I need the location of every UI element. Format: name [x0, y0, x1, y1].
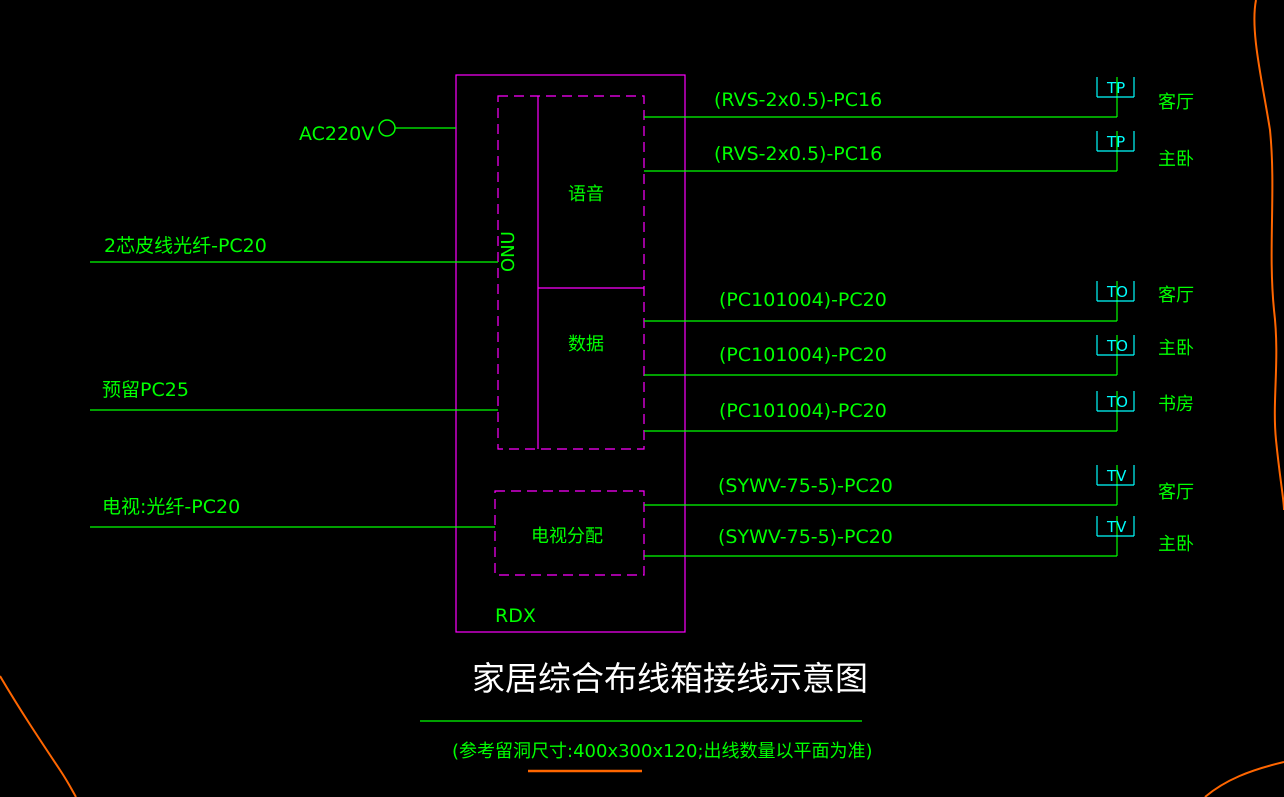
output-cable-label: (SYWV-75-5)-PC20 [718, 475, 893, 497]
boundary-curve-left [0, 675, 77, 797]
reserve-input-label: 预留PC25 [102, 379, 189, 401]
fiber-input-label: 2芯皮线光纤-PC20 [104, 235, 267, 257]
voice-module-label: 语音 [568, 184, 604, 205]
tv-input-label: 电视:光纤-PC20 [102, 496, 240, 518]
power-terminal-circle [378, 119, 396, 137]
terminal-label: TV [1106, 518, 1127, 536]
diagram-title: 家居综合布线箱接线示意图 [472, 659, 868, 698]
output-cable-label: (PC101004)-PC20 [719, 400, 887, 422]
output-room-label: 客厅 [1158, 482, 1194, 503]
output-room-label: 书房 [1158, 394, 1194, 415]
output-room-label: 主卧 [1158, 534, 1194, 555]
rdx-label: RDX [495, 605, 536, 627]
tv-distribution-box [494, 490, 645, 576]
rdx-box [455, 74, 686, 633]
boundary-curve-bottom-right [1204, 761, 1284, 797]
terminal-label: TV [1106, 467, 1127, 485]
onu-label: ONU [498, 231, 519, 272]
diagram-note: (参考留洞尺寸:400x300x120;出线数量以平面为准) [452, 741, 873, 762]
data-module-label: 数据 [568, 334, 604, 355]
output-cable-label: (RVS-2x0.5)-PC16 [714, 143, 882, 165]
power-input-label: AC220V [299, 123, 374, 145]
output-room-label: 主卧 [1158, 149, 1194, 170]
output-room-label: 客厅 [1158, 92, 1194, 113]
output-lines: (RVS-2x0.5)-PC16TP客厅(RVS-2x0.5)-PC16TP主卧… [644, 77, 1194, 557]
output-cable-label: (PC101004)-PC20 [719, 289, 887, 311]
boundary-curve-right [1253, 0, 1284, 511]
terminal-label: TO [1106, 283, 1128, 301]
output-cable-label: (SYWV-75-5)-PC20 [718, 526, 893, 548]
terminal-label: TP [1106, 133, 1125, 151]
output-room-label: 主卧 [1158, 338, 1194, 359]
terminal-label: TO [1106, 337, 1128, 355]
tv-module-label: 电视分配 [531, 526, 603, 547]
output-room-label: 客厅 [1158, 285, 1194, 306]
onu-box [497, 95, 645, 450]
output-cable-label: (RVS-2x0.5)-PC16 [714, 89, 882, 111]
terminal-label: TP [1106, 79, 1125, 97]
terminal-label: TO [1106, 393, 1128, 411]
output-cable-label: (PC101004)-PC20 [719, 344, 887, 366]
